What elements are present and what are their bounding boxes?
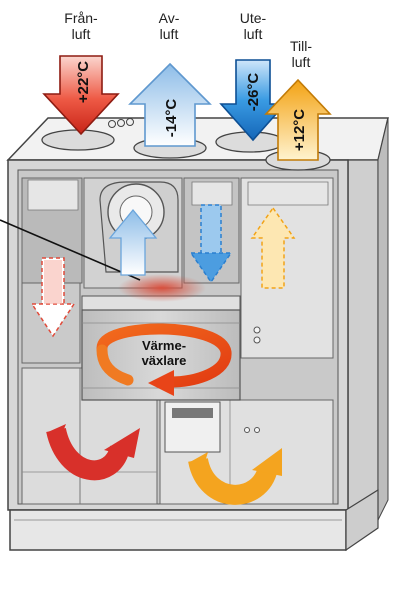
uteluft-temp: -26°C	[245, 73, 262, 112]
airflow-arrow-avluft-up	[108, 208, 158, 276]
heat-exchanger-label-line2: växlare	[142, 353, 187, 368]
heat-exchanger-swirl-icon	[96, 323, 232, 396]
tilluft-arrow: +12°C	[264, 78, 332, 161]
uteluft-label: Ute- luft	[239, 10, 267, 42]
airflow-arrow-tilluft-up	[250, 206, 296, 289]
airflow-arrow-orange-return	[188, 448, 282, 505]
interior-airflow	[30, 204, 296, 505]
duct-collar-franluft	[41, 129, 115, 151]
unit-cabinet	[6, 117, 389, 552]
airflow-arrow-red-return	[46, 424, 140, 481]
franluft-temp: +22°C	[75, 61, 92, 103]
franluft-label: Från- luft	[64, 10, 98, 42]
airflow-arrow-uteluft-down	[189, 204, 233, 284]
airflow-arrow-franluft-down	[30, 257, 76, 338]
avluft-arrow: -14°C	[128, 62, 212, 147]
uteluft-arrow: -26°C	[219, 59, 287, 142]
avluft-temp: -14°C	[163, 99, 180, 138]
tilluft-temp: +12°C	[291, 109, 308, 151]
avluft-label: Av- luft	[158, 10, 180, 42]
pointer-line	[0, 219, 141, 281]
tilluft-label: Till- luft	[289, 38, 313, 70]
control-knobs	[108, 118, 134, 128]
heat-exchanger-label-line1: Värme-	[142, 338, 186, 353]
franluft-arrow: +22°C	[42, 55, 120, 136]
